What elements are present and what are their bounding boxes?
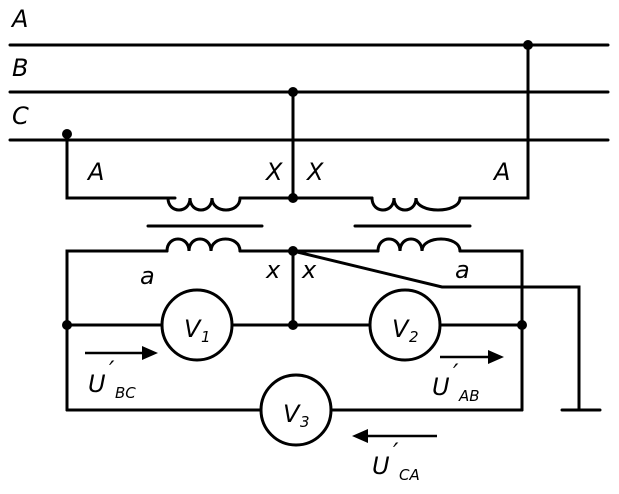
- junction-C: [62, 129, 72, 139]
- voltmeter-v1: V 1: [160, 288, 234, 362]
- junction-A: [523, 40, 533, 50]
- voltmeter-v2: V 2: [368, 288, 442, 362]
- u-ab-prime: ′: [453, 359, 459, 387]
- transformer1-primary-winding: [166, 196, 242, 212]
- tap-A: [458, 43, 530, 200]
- secondary2-right-lead: [458, 249, 524, 412]
- transformer2-primary-end-label: X: [305, 158, 324, 186]
- line-A-label: A: [10, 5, 28, 33]
- voltage-label-bc: U ′ BC: [88, 356, 136, 402]
- secondary1-left-lead: [65, 249, 169, 412]
- junction-right: [517, 320, 527, 330]
- u-ca-subscript: CA: [399, 466, 420, 484]
- voltage-label-ca: U ′ CA: [372, 438, 420, 484]
- transformer2-secondary-start-label: a: [455, 256, 470, 284]
- u-ca-prime: ′: [393, 438, 399, 466]
- v1-letter: V: [184, 315, 202, 343]
- transformer2-primary-start-label: A: [492, 158, 510, 186]
- junction-B: [288, 87, 298, 97]
- u-bc-main: U: [88, 370, 106, 398]
- u-ab-main: U: [432, 373, 450, 401]
- transformer2-secondary-end-label: x: [301, 256, 317, 284]
- junction-middle: [288, 320, 298, 330]
- transformer1-secondary-start-label: a: [140, 262, 155, 290]
- junction-X-primary: [288, 193, 298, 203]
- transformer2-secondary-winding: [376, 237, 462, 253]
- v3-letter: V: [283, 400, 301, 428]
- arrow-bc: [85, 346, 158, 360]
- u-bc-subscript: BC: [115, 384, 136, 402]
- line-B-label: B: [12, 54, 28, 82]
- u-ab-subscript: AB: [458, 387, 480, 405]
- voltage-label-ab: U ′ AB: [432, 359, 480, 405]
- v1-subscript: 1: [201, 328, 211, 346]
- u-ca-main: U: [372, 452, 390, 480]
- transformer1-secondary-end-label: x: [265, 256, 281, 284]
- v2-subscript: 2: [409, 328, 419, 346]
- transformer1-secondary-winding: [165, 237, 242, 253]
- tap-C: [65, 132, 177, 200]
- line-C-label: C: [12, 102, 29, 130]
- voltmeter-v3: V 3: [259, 373, 333, 447]
- ground-lead: [291, 249, 581, 412]
- transformer1-primary-start-label: A: [86, 158, 104, 186]
- u-bc-prime: ′: [109, 356, 115, 384]
- transformer2-primary-winding: [370, 196, 462, 212]
- v3-subscript: 3: [300, 413, 310, 431]
- arrow-ab: [440, 350, 504, 364]
- transformer1-primary-end-label: X: [264, 158, 283, 186]
- junction-left: [62, 320, 72, 330]
- arrow-ca: [352, 429, 437, 443]
- v2-letter: V: [392, 315, 410, 343]
